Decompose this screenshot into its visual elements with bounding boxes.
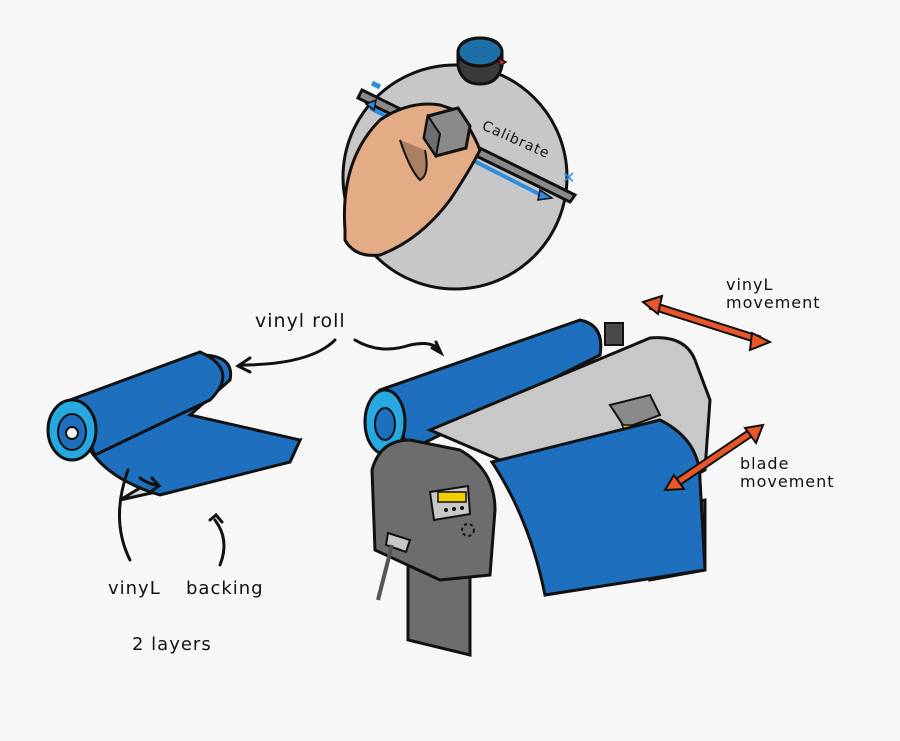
svg-text:✕: ✕: [562, 168, 575, 187]
vinyl-roll-label: vinyl roll: [255, 310, 346, 332]
blade-movement-line1: blade: [740, 454, 790, 473]
calibrate-inset: ✕: [341, 36, 578, 291]
pointer-lines: [118, 338, 445, 567]
knob-icon: [456, 36, 508, 86]
vinyl-layer-label: vinyL: [108, 578, 161, 599]
vinyl-cutter-machine: [363, 318, 712, 657]
vinyl-movement-arrow: [640, 294, 773, 352]
loose-vinyl-roll: [46, 350, 303, 502]
backing-layer-label: backing: [186, 578, 264, 599]
blade-movement-label: blade movement: [740, 455, 835, 491]
blade-movement-arrow: [663, 423, 765, 492]
blade-movement-line2: movement: [740, 472, 835, 491]
vinyl-movement-line2: movement: [726, 293, 821, 312]
vinyl-movement-line1: vinyL: [726, 275, 774, 294]
vinyl-movement-label: vinyL movement: [726, 276, 821, 312]
layers-count-label: 2 layers: [132, 634, 212, 655]
